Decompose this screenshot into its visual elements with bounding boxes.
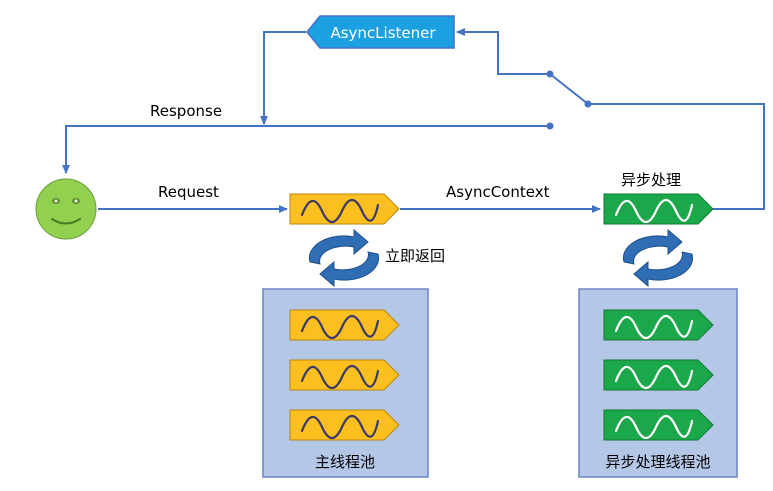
response-connector <box>62 125 550 174</box>
switch-terminal-top <box>546 70 554 78</box>
main-thread-pool-label: 主线程池 <box>315 453 375 471</box>
async-pool-worker-2 <box>603 359 714 391</box>
wave-thread-icon <box>614 414 694 440</box>
request-label: Request <box>158 183 219 201</box>
async-to-switch-connector <box>588 103 765 210</box>
async-listener-label: AsyncListener <box>330 24 436 42</box>
main-thread-pool: 主线程池 <box>262 288 429 478</box>
async-listener-node: AsyncListener <box>306 15 455 49</box>
wave-thread-icon <box>614 314 694 340</box>
response-label: Response <box>150 102 222 120</box>
circular-arrows-icon <box>622 228 694 288</box>
listener-to-response-connector <box>260 31 306 125</box>
switch-terminal-bottom <box>546 122 554 130</box>
wave-thread-icon <box>614 364 694 390</box>
smiley-face-icon <box>35 178 97 240</box>
main-pool-worker-1 <box>289 309 400 341</box>
wave-thread-icon <box>300 314 380 340</box>
async-thread-pool: 异步处理线程池 <box>578 288 738 478</box>
async-pool-worker-3 <box>603 409 714 441</box>
async-pool-worker-1 <box>603 309 714 341</box>
circular-arrows-icon <box>308 228 380 288</box>
wave-thread-icon <box>300 198 380 224</box>
return-immediately-label: 立即返回 <box>385 247 445 265</box>
switch-terminal-pivot <box>584 100 592 108</box>
async-thread-pool-label: 异步处理线程池 <box>605 453 710 471</box>
main-pool-worker-2 <box>289 359 400 391</box>
async-worker-node <box>603 193 714 225</box>
wave-thread-icon <box>300 414 380 440</box>
main-pool-worker-3 <box>289 409 400 441</box>
async-context-label: AsyncContext <box>446 183 550 201</box>
async-processing-label: 异步处理 <box>621 171 681 189</box>
switch-to-listener-connector <box>456 28 550 75</box>
wave-thread-icon <box>300 364 380 390</box>
wave-thread-icon <box>614 198 694 224</box>
switch-blade <box>549 73 589 105</box>
main-worker-node <box>289 193 400 225</box>
